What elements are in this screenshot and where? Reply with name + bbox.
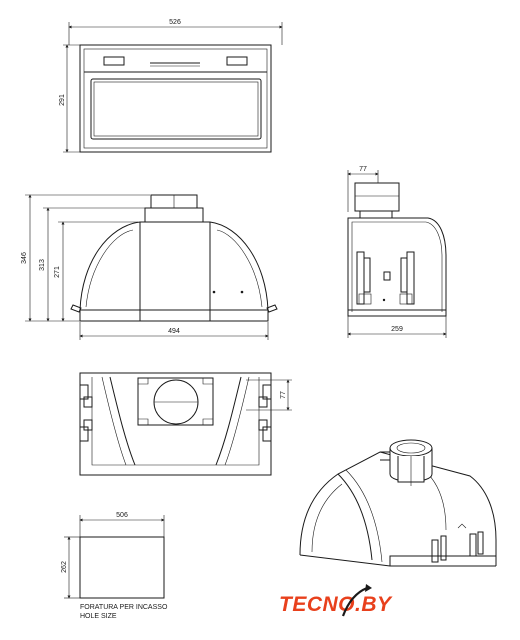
dim-side-width: 494 bbox=[168, 328, 180, 335]
hole-size-view: 506 262 FORATURA PER INCASSO HOLE SIZE bbox=[61, 512, 168, 620]
dim-side-h3: 271 bbox=[54, 266, 61, 278]
profile-bracket-right bbox=[399, 251, 415, 305]
isometric-view bbox=[299, 439, 497, 567]
dim-side-h1: 346 bbox=[21, 252, 28, 264]
plan-bracket-left bbox=[79, 384, 93, 442]
dim-hole-width: 506 bbox=[116, 512, 128, 519]
dim-profile-width: 259 bbox=[391, 326, 403, 333]
brand-logo: TECNO.BY bbox=[279, 584, 393, 617]
hole-note-line2: HOLE SIZE bbox=[80, 613, 117, 620]
isometric-duct bbox=[389, 439, 433, 486]
side-view: 346 313 271 494 bbox=[21, 194, 278, 340]
profile-bracket-left bbox=[356, 251, 372, 305]
logo-text: TECNO.BY bbox=[279, 593, 393, 616]
plan-view: 77 bbox=[79, 372, 292, 476]
dim-profile-top: 77 bbox=[359, 166, 367, 173]
hole-note-line1: FORATURA PER INCASSO bbox=[80, 604, 168, 611]
dim-side-h2: 313 bbox=[39, 259, 46, 271]
dim-front-height: 291 bbox=[59, 94, 66, 106]
front-view: 526 291 bbox=[59, 19, 283, 153]
dim-plan-depth: 77 bbox=[280, 391, 287, 399]
dim-front-width: 526 bbox=[169, 19, 181, 26]
profile-view: 77 259 bbox=[347, 166, 447, 338]
dim-hole-height: 262 bbox=[61, 561, 68, 573]
plan-bracket-right bbox=[258, 384, 272, 442]
